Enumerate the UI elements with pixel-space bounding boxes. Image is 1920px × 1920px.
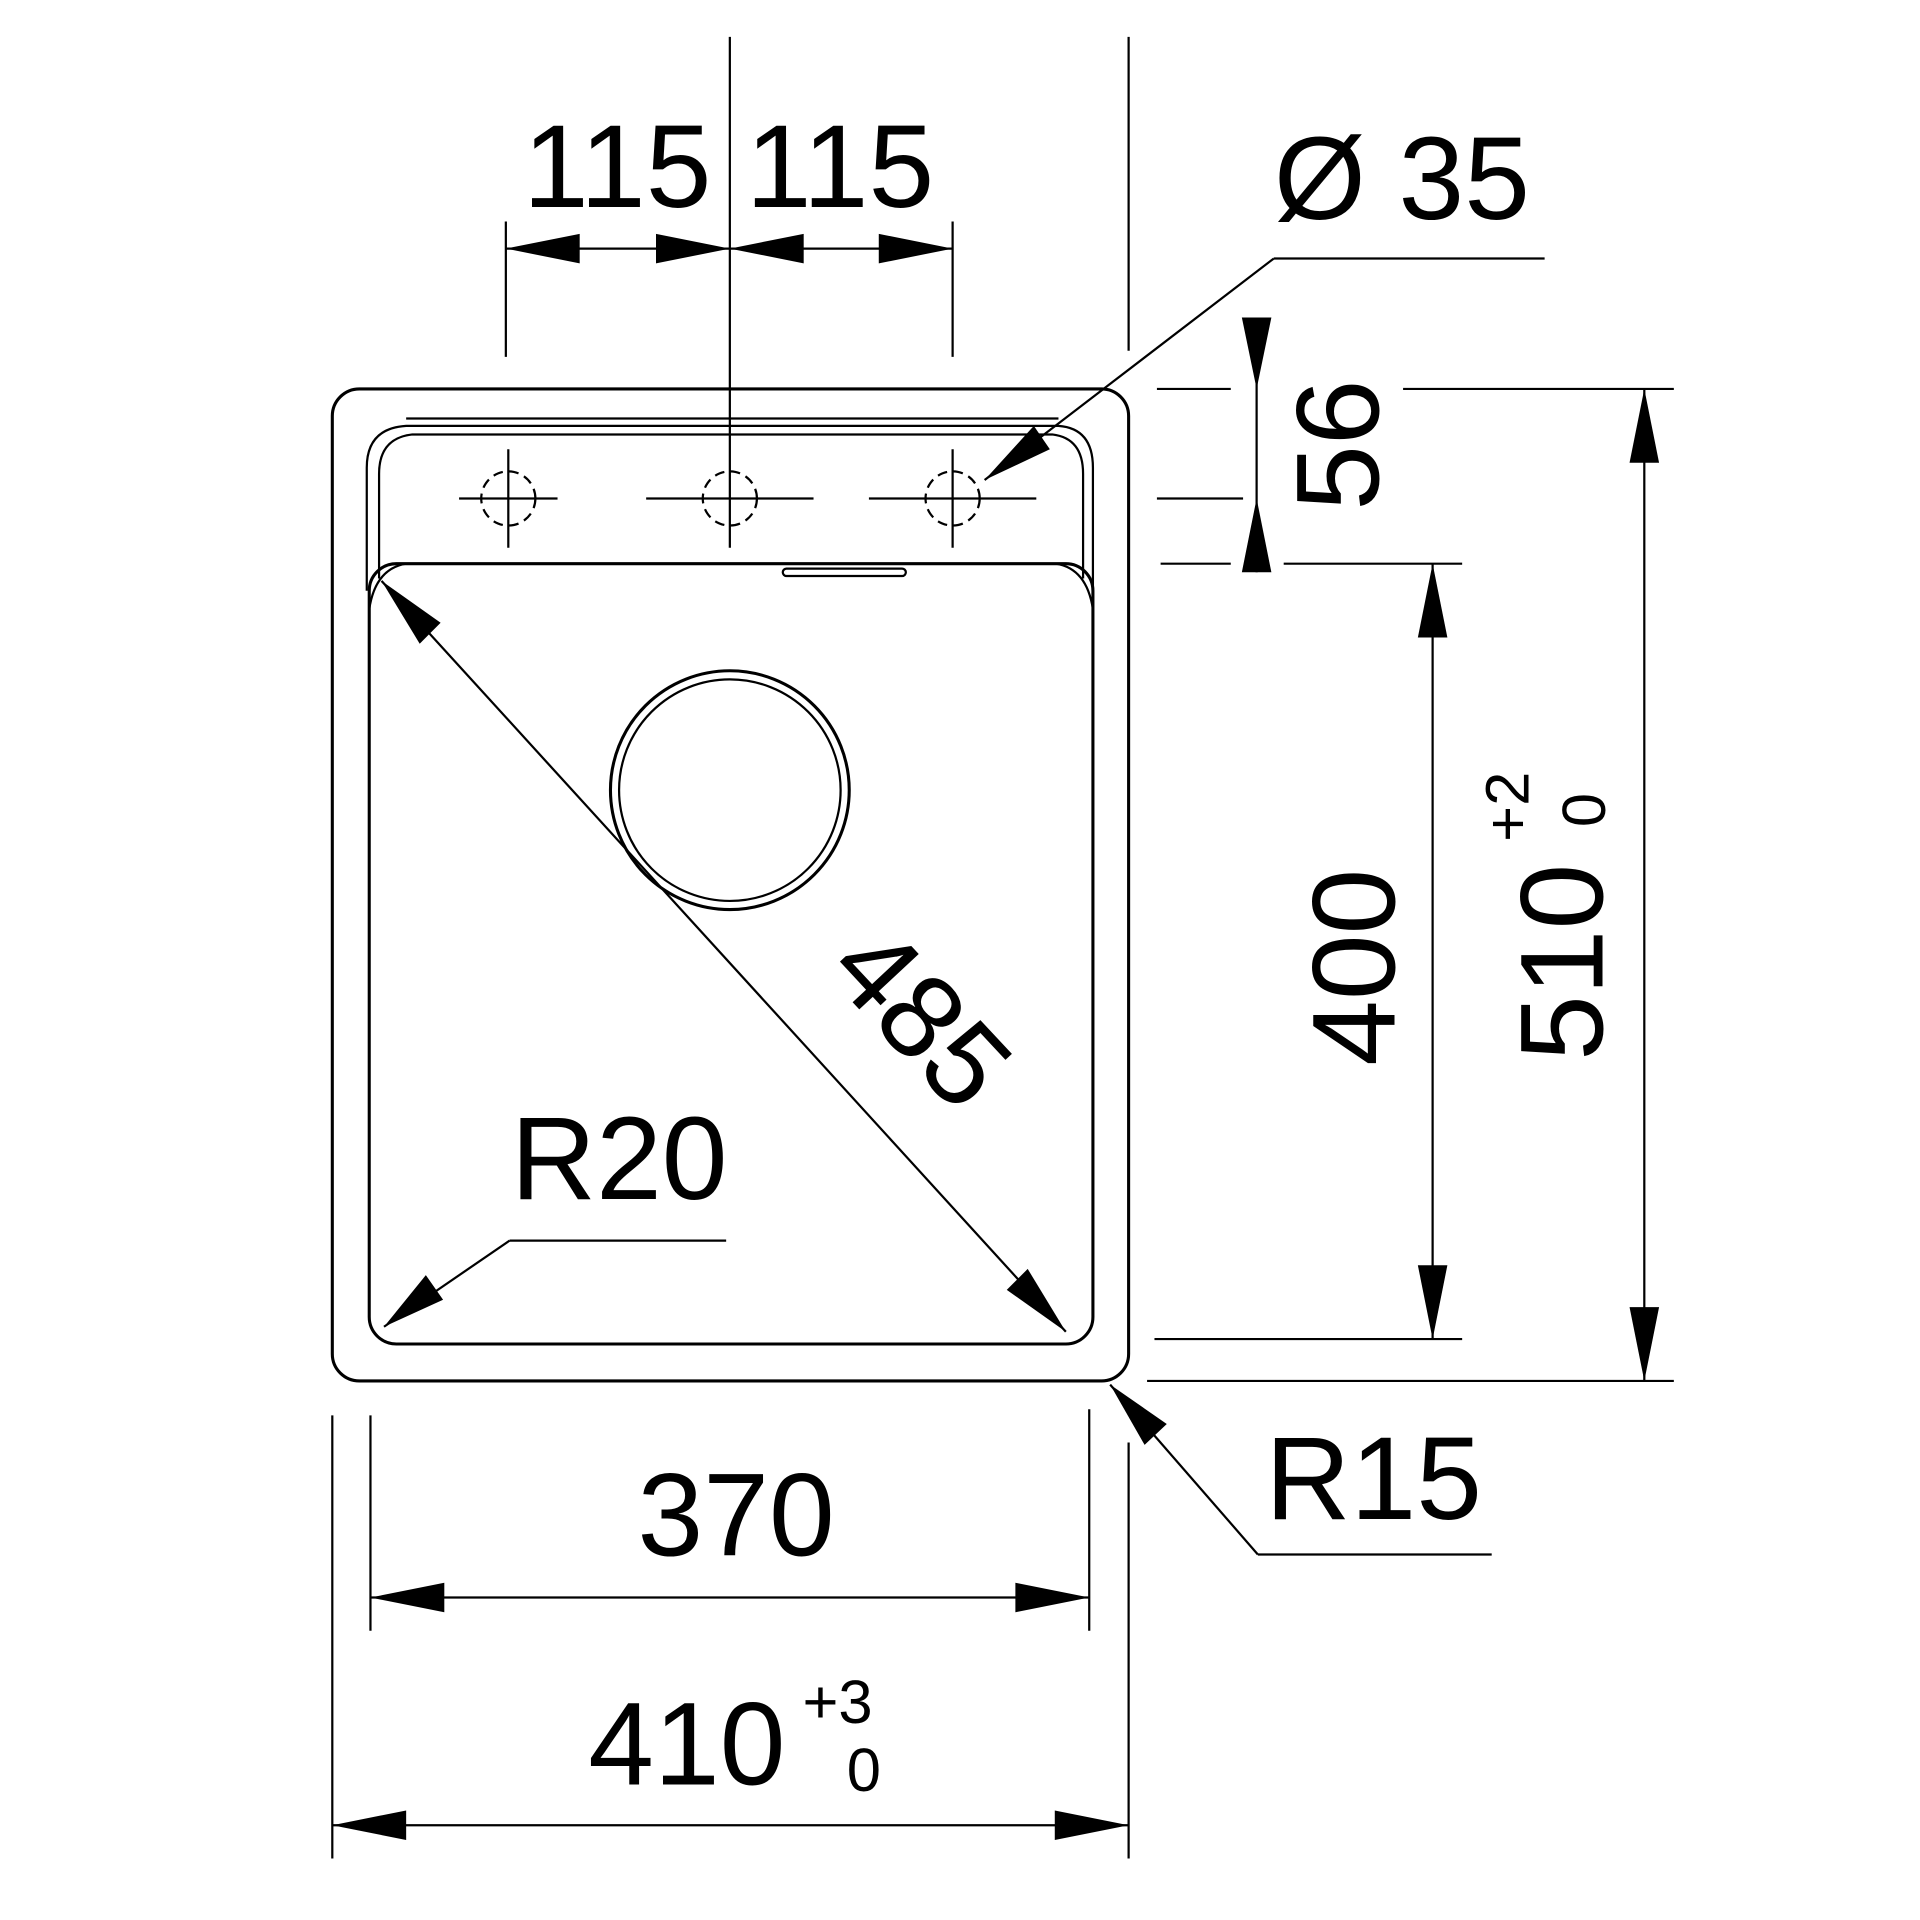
overall-depth-tol-plus: +2 xyxy=(1474,772,1543,842)
drainboard-depth-label: 56 xyxy=(1272,379,1404,510)
tap-spacing-right-label: 115 xyxy=(746,101,934,233)
dimension-lines xyxy=(332,233,1660,1840)
tap-holes xyxy=(459,36,1037,548)
bowl-radius-label: R20 xyxy=(511,1093,728,1225)
bowl-diagonal-label: 485 xyxy=(806,900,1037,1134)
outer-radius-label: R15 xyxy=(1265,1413,1482,1545)
overall-depth-label: 510 +2 0 xyxy=(1474,772,1629,1061)
overall-width-tol-plus: +3 xyxy=(802,1668,872,1737)
drain-hole xyxy=(608,669,851,912)
overall-width-label: 410 xyxy=(588,1679,785,1811)
overall-depth-value: 510 xyxy=(1496,864,1628,1061)
bowl-depth-label: 400 xyxy=(1288,869,1420,1066)
extension-lines xyxy=(331,36,1674,1859)
tap-spacing-left-label: 115 xyxy=(523,101,711,233)
overall-depth-tol-minus: 0 xyxy=(1550,793,1619,827)
bowl-width-label: 370 xyxy=(638,1450,835,1582)
overall-width-tol-minus: 0 xyxy=(847,1736,881,1805)
tap-hole-diameter-label: Ø 35 xyxy=(1274,113,1530,245)
